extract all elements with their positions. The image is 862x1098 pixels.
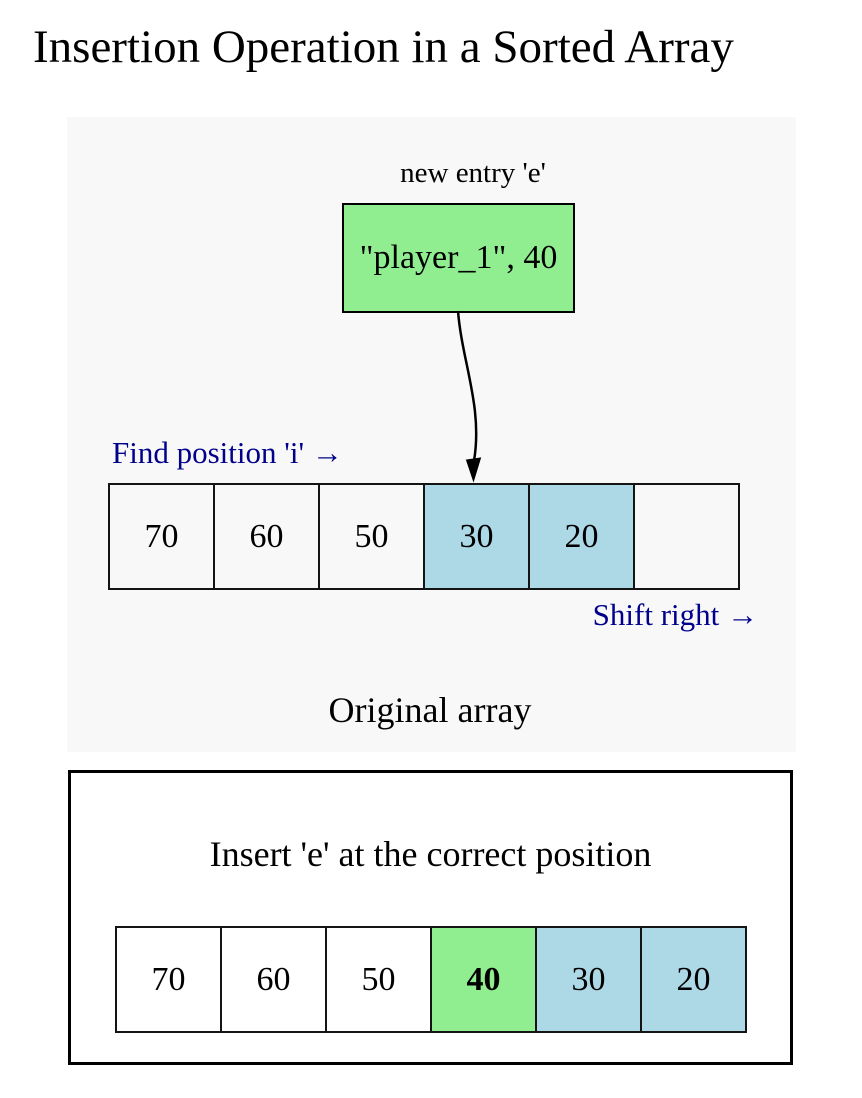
array-cell: 40	[430, 928, 535, 1031]
result-caption: Insert 'e' at the correct position	[209, 834, 652, 874]
array-cell: 50	[318, 485, 423, 588]
array-cell: 20	[528, 485, 633, 588]
original-array-caption: Original array	[328, 690, 532, 730]
shift-right-label: Shift right →	[592, 597, 758, 632]
array-cell	[633, 485, 738, 588]
array-cell: 20	[640, 928, 745, 1031]
find-position-label: Find position 'i' →	[112, 435, 343, 470]
original-array-section: new entry 'e' "player_1", 40 Find positi…	[67, 117, 796, 752]
array-cell: 60	[213, 485, 318, 588]
new-entry-node: "player_1", 40	[342, 203, 575, 313]
array-cell: 60	[220, 928, 325, 1031]
array-cell: 70	[110, 485, 213, 588]
array-cell: 30	[535, 928, 640, 1031]
array-cell: 30	[423, 485, 528, 588]
array-cell: 50	[325, 928, 430, 1031]
new-entry-label: new entry 'e'	[400, 157, 546, 189]
page-title: Insertion Operation in a Sorted Array	[33, 21, 734, 73]
array-cell: 70	[117, 928, 220, 1031]
